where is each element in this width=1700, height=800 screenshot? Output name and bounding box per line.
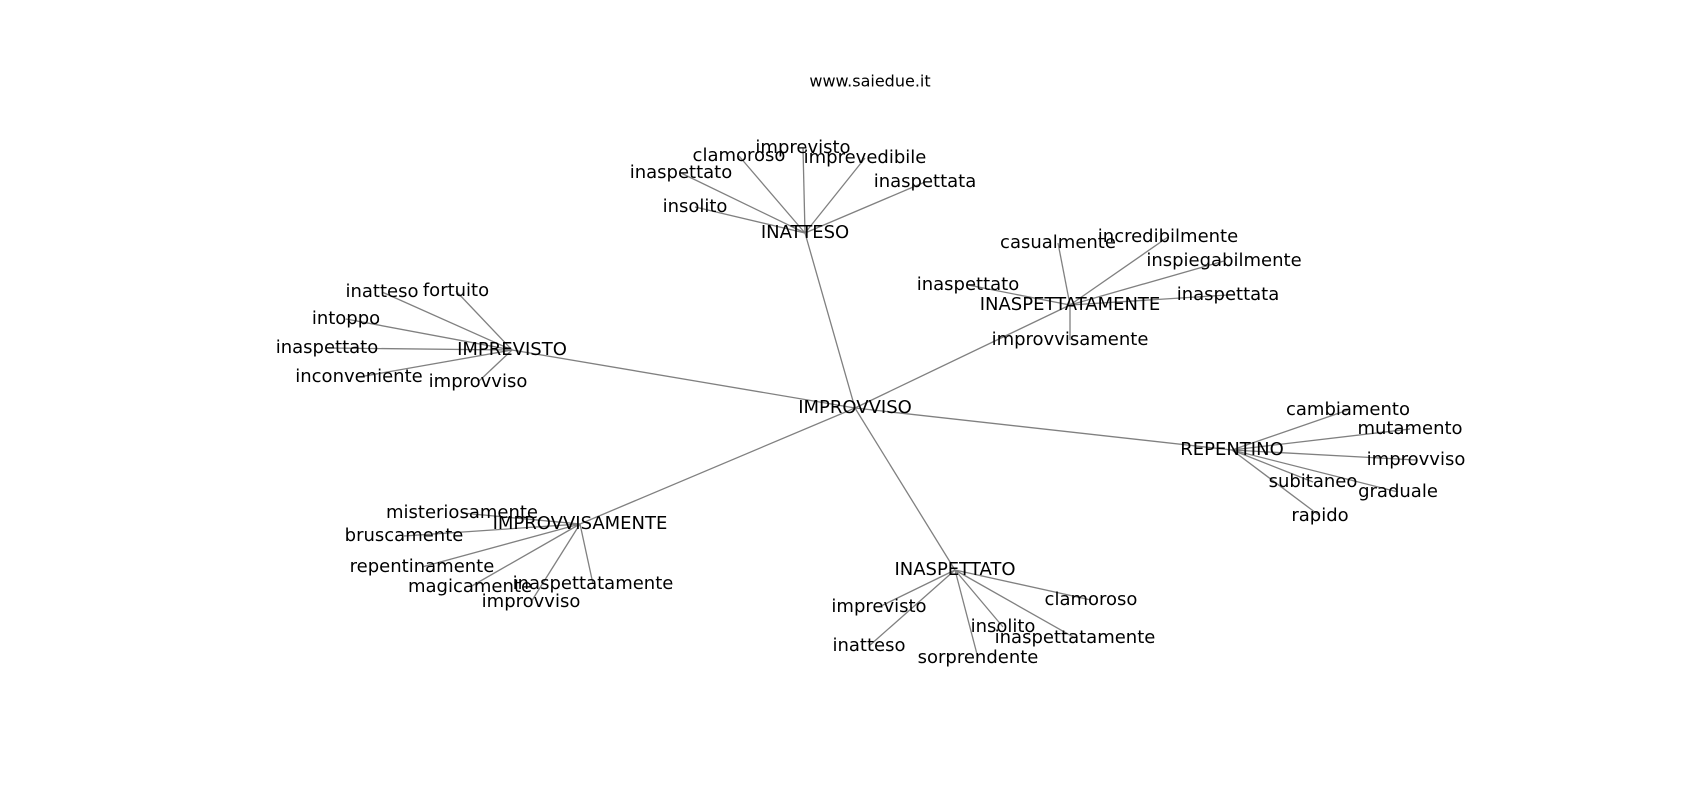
- edge-IMPREVISTO-imprevisto-improvviso: [477, 349, 513, 383]
- edge-IMPREVISTO-imprevisto-inconveniente: [358, 349, 513, 378]
- node-label-inasp-casualmente: casualmente: [1000, 232, 1116, 253]
- edge-INASPETTATAMENTE-inasp-inaspettato: [967, 284, 1071, 306]
- edge-IMPREVISTO-imprevisto-inaspettato: [326, 347, 513, 351]
- node-label-repentino-subitaneo: subitaneo: [1269, 471, 1358, 492]
- node-label-improvv-inaspettatamente: inaspettatamente: [513, 573, 674, 594]
- node-label-imprevisto-improvviso: improvviso: [429, 371, 528, 392]
- edge-IMPREVISTO-imprevisto-fortuito: [455, 290, 513, 351]
- edge-INASPETTATAMENTE-inasp-incredibilmente: [1069, 236, 1169, 306]
- node-label-imprevisto-inconveniente: inconveniente: [295, 366, 422, 387]
- node-label-imprevisto-intoppo: intoppo: [312, 308, 380, 329]
- node-label-improvv-repentinamente: repentinamente: [350, 556, 495, 577]
- edge-INASPETTATO-inaspettato-inatteso: [868, 569, 956, 647]
- edge-INATTESO-inatteso-inaspettato: [680, 172, 806, 234]
- edge-INATTESO-inatteso-clamoroso: [738, 155, 806, 234]
- edge-INASPETTATAMENTE-inasp-casualmente: [1057, 242, 1071, 306]
- edge-REPENTINO-repentino-subitaneo: [1231, 449, 1314, 483]
- edge-IMPROVVISO-INASPETTATO: [854, 407, 956, 571]
- node-label-inaspettato-insolito: insolito: [971, 616, 1036, 637]
- edge-INATTESO-inatteso-imprevisto: [802, 147, 806, 234]
- node-label-repentino-rapido: rapido: [1291, 505, 1348, 526]
- edge-INASPETTATAMENTE-inasp-inspiegabilmente: [1069, 260, 1225, 306]
- graph-edges: [326, 147, 1417, 659]
- edge-IMPROVVISAMENTE-improvv-misteriosamente: [461, 512, 581, 525]
- edge-INATTESO-inatteso-inaspettata: [804, 181, 926, 234]
- node-label-inatteso-insolito: insolito: [663, 196, 728, 217]
- node-label-inaspettatamente: INASPETTATAMENTE: [980, 294, 1161, 315]
- node-label-inasp-improvvisamente: improvvisamente: [992, 329, 1149, 350]
- node-label-inatteso: INATTESO: [761, 222, 849, 243]
- node-label-improvvisamente: IMPROVVISAMENTE: [493, 513, 668, 534]
- node-label-inasp-inspiegabilmente: inspiegabilmente: [1146, 250, 1301, 271]
- edge-INASPETTATO-inaspettato-imprevisto: [878, 569, 956, 608]
- edge-IMPROVVISO-IMPREVISTO: [511, 349, 856, 409]
- node-label-repentino-mutamento: mutamento: [1357, 418, 1462, 439]
- node-label-inatteso-imprevisto: imprevisto: [755, 137, 850, 158]
- node-label-inasp-inaspettato: inaspettato: [917, 274, 1020, 295]
- edge-INASPETTATO-inaspettato-clamoroso: [954, 569, 1092, 601]
- node-label-inasp-inaspettata: inaspettata: [1177, 284, 1280, 305]
- edge-INASPETTATAMENTE-inasp-inaspettata: [1069, 294, 1229, 306]
- node-label-inaspettato-clamoroso: clamoroso: [1045, 589, 1138, 610]
- edge-INATTESO-inatteso-imprevedibile: [804, 157, 866, 234]
- node-label-inaspettato-inatteso: inatteso: [832, 635, 905, 656]
- edge-IMPROVVISO-INATTESO: [804, 232, 856, 409]
- node-label-improvv-misteriosamente: misteriosamente: [386, 502, 538, 523]
- edge-IMPROVVISO-INASPETTATAMENTE: [854, 304, 1071, 409]
- edge-REPENTINO-repentino-mutamento: [1231, 428, 1411, 451]
- node-label-repentino-graduale: graduale: [1358, 481, 1438, 502]
- edge-IMPROVVISAMENTE-improvv-magicamente: [469, 523, 581, 588]
- node-label-imprevisto-fortuito: fortuito: [423, 280, 489, 301]
- edge-IMPREVISTO-imprevisto-inatteso: [381, 291, 513, 351]
- node-label-repentino-cambiamento: cambiamento: [1286, 399, 1410, 420]
- node-label-imprevisto: IMPREVISTO: [457, 339, 567, 360]
- node-label-inatteso-clamoroso: clamoroso: [693, 145, 786, 166]
- node-label-repentino: REPENTINO: [1180, 439, 1284, 460]
- node-label-repentino-improvviso: improvviso: [1367, 449, 1466, 470]
- node-label-improvviso: IMPROVVISO: [798, 397, 912, 418]
- node-label-inaspettato-imprevisto: imprevisto: [831, 596, 926, 617]
- edge-IMPROVVISAMENTE-improvv-inaspettatamente: [579, 523, 594, 585]
- edge-INASPETTATO-inaspettato-inaspettatamente: [954, 569, 1076, 639]
- node-label-inasp-incredibilmente: incredibilmente: [1098, 226, 1238, 247]
- node-label-improvv-bruscamente: bruscamente: [345, 525, 464, 546]
- node-label-improvv-magicamente: magicamente: [408, 576, 532, 597]
- edge-IMPROVVISO-REPENTINO: [854, 407, 1233, 451]
- node-label-inaspettato: INASPETTATO: [894, 559, 1015, 580]
- edge-REPENTINO-repentino-improvviso: [1231, 449, 1417, 461]
- edge-INASPETTATO-inaspettato-insolito: [954, 569, 1004, 628]
- node-label-inaspettato-inaspettatamente: inaspettatamente: [995, 627, 1156, 648]
- edge-REPENTINO-repentino-rapido: [1231, 449, 1321, 517]
- edge-INASPETTATO-inaspettato-sorprendente: [954, 569, 979, 659]
- edge-REPENTINO-repentino-graduale: [1231, 449, 1399, 493]
- edge-IMPREVISTO-imprevisto-intoppo: [345, 318, 513, 351]
- node-label-inaspettato-sorprendente: sorprendente: [918, 647, 1039, 668]
- edge-IMPROVVISAMENTE-improvv-repentinamente: [421, 523, 581, 568]
- edge-IMPROVVISAMENTE-improvv-bruscamente: [403, 523, 581, 537]
- node-label-imprevisto-inatteso: inatteso: [345, 281, 418, 302]
- node-label-inatteso-inaspettato: inaspettato: [630, 162, 733, 183]
- node-label-inatteso-imprevedibile: imprevedibile: [804, 147, 927, 168]
- graph-title: www.saiedue.it: [809, 72, 930, 91]
- edge-INATTESO-inatteso-insolito: [694, 206, 806, 234]
- node-label-improvv-improvviso: improvviso: [482, 591, 581, 612]
- node-label-imprevisto-inaspettato: inaspettato: [276, 337, 379, 358]
- graph-nodes: IMPROVVISO INATTESO IMPREVISTO INASPETTATAM…: [276, 137, 1466, 668]
- node-label-inatteso-inaspettata: inaspettata: [874, 171, 977, 192]
- edge-IMPROVVISAMENTE-improvv-improvviso: [530, 523, 581, 603]
- edge-IMPROVVISO-IMPROVVISAMENTE: [579, 407, 856, 525]
- edge-REPENTINO-repentino-cambiamento: [1231, 409, 1349, 451]
